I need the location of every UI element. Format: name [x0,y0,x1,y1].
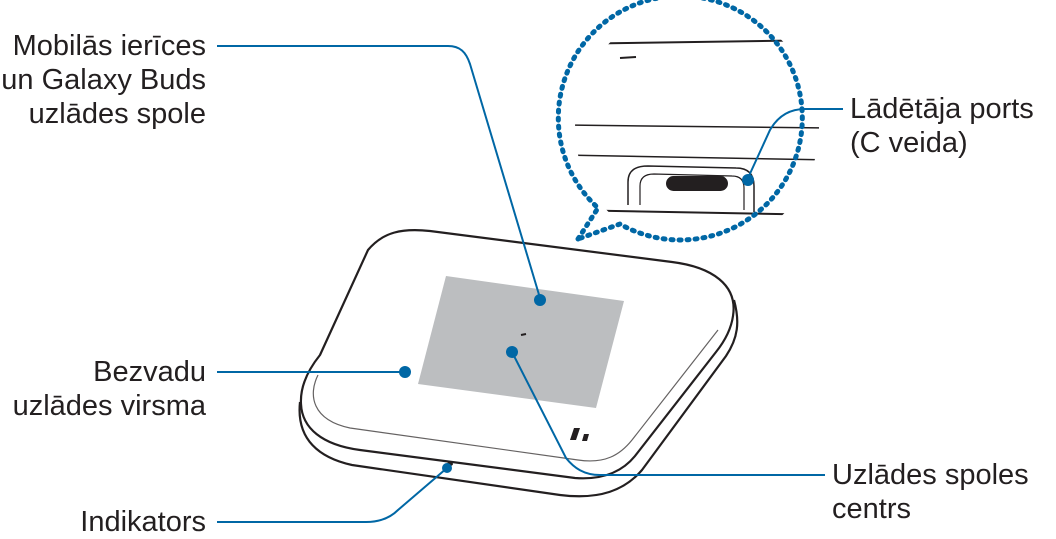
coil-area [418,276,624,408]
port-dot [742,174,754,186]
indicator-callout-line [217,467,448,523]
indicator-label-line-1: Indikators [80,506,206,538]
port-label-line-1: Lādētāja ports [850,93,1034,125]
surface-label: Bezvadu uzlādes virsma [13,355,206,423]
port-label: Lādētāja ports (C veida) [850,92,1034,160]
coil-label: Mobilās ierīces un Galaxy Buds uzlādes s… [1,29,206,131]
center-callout-line [511,351,825,476]
coil-callout-line [217,45,541,299]
pad-inner-edge [312,329,719,462]
port-zoom-bubble [555,0,819,244]
indicator-label: Indikators [80,505,206,539]
coil-dot [534,294,546,306]
logo-mark [570,428,589,441]
coil-label-line-1: Mobilās ierīces [12,30,206,62]
indicator-dot [442,463,452,473]
coil-label-line-2: un Galaxy Buds [1,64,206,96]
coil-center-mark [520,333,527,336]
surface-label-line-1: Bezvadu [93,356,206,388]
coil-center-label: Uzlādes spoles centrs [832,458,1029,526]
center-dot [506,346,518,358]
coil-center-label-line-1: Uzlādes spoles [832,459,1029,491]
surface-dot [399,366,411,378]
bubble-outline [555,0,805,244]
pad-side [298,299,739,498]
callout-lines [217,45,843,523]
port-callout-line [747,108,843,179]
usb-c-port [666,176,728,191]
port-label-line-2: (C veida) [850,127,968,159]
surface-label-line-2: uzlādes virsma [12,390,206,422]
coil-center-label-line-2: centrs [832,493,911,525]
coil-label-line-3: uzlādes spole [28,98,206,130]
callout-dots [399,174,754,473]
